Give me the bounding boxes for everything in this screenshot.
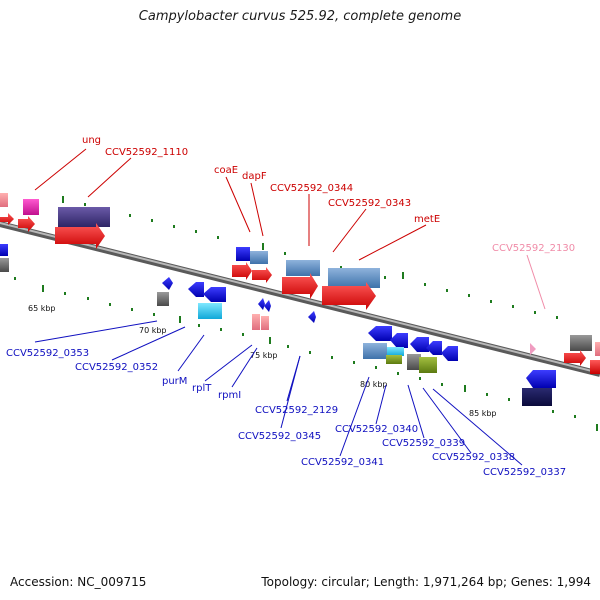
feature-block-pink[interactable] (0, 193, 8, 207)
genome-summary-text: Topology: circular; Length: 1,971,264 bp… (261, 575, 591, 589)
feature-arrow-pink-2130[interactable] (530, 343, 536, 355)
feature-block-pink-rpmi[interactable] (261, 316, 269, 330)
feature-arrow-blue-0337[interactable] (526, 370, 556, 388)
feature-arrow-blue-2129[interactable] (308, 311, 316, 323)
kbp-label-65: 65 kbp (28, 304, 56, 313)
feature-block-grey-left[interactable] (0, 258, 9, 272)
gene-label-ccv52592-0343[interactable]: CCV52592_0343 (328, 198, 411, 209)
gene-label-ccv52592-2129[interactable]: CCV52592_2129 (255, 405, 338, 416)
gene-label-ccv52592-0341[interactable]: CCV52592_0341 (301, 457, 384, 468)
feature-arrow-blue-left[interactable] (0, 244, 8, 256)
kbp-label-85: 85 kbp (469, 409, 497, 418)
gene-label-purm[interactable]: purM (162, 376, 187, 387)
gene-label-ccv52592-0338[interactable]: CCV52592_0338 (432, 452, 515, 463)
feature-arrow-red-1110[interactable] (55, 223, 105, 249)
kbp-label-70: 70 kbp (139, 326, 167, 335)
gene-label-ung[interactable]: ung (82, 135, 101, 146)
gene-label-ccv52592-0353[interactable]: CCV52592_0353 (6, 348, 89, 359)
gene-label-ccv52592-0345[interactable]: CCV52592_0345 (238, 431, 321, 442)
feature-block-steel-0344[interactable] (286, 260, 320, 276)
tick-marks-lower (14, 277, 598, 431)
feature-block-steel-0343[interactable] (328, 268, 380, 288)
feature-block-slate-1110[interactable] (58, 207, 110, 227)
feature-arrow-blue-rpmi[interactable] (264, 300, 271, 312)
feature-block-red-right[interactable] (590, 360, 600, 374)
feature-arrow-red-0343[interactable] (322, 282, 376, 310)
gene-label-ccv52592-1110[interactable]: CCV52592_1110 (105, 147, 188, 158)
feature-arrow-red-ung[interactable] (18, 216, 35, 232)
feature-block-navy-0337[interactable] (522, 388, 552, 406)
gene-labels-lower: CCV52592_0353 CCV52592_0352 purM rplT rp… (6, 348, 566, 478)
feature-arrow-blue-0352a[interactable] (188, 282, 204, 297)
feature-arrow-red-right[interactable] (564, 350, 586, 366)
gene-label-dapf[interactable]: dapF (242, 171, 267, 182)
feature-block-pink-right[interactable] (595, 342, 600, 356)
kbp-label-75: 75 kbp (250, 351, 278, 360)
feature-arrow-blue-0352b[interactable] (203, 287, 226, 302)
feature-arrow-red[interactable] (0, 213, 14, 225)
feature-block-cyan-purm[interactable] (198, 303, 222, 319)
gene-label-rpmi[interactable]: rpmI (218, 390, 241, 401)
gene-label-mete[interactable]: metE (414, 214, 440, 225)
accession-text: Accession: NC_009715 (10, 575, 147, 589)
genome-backbone (0, 221, 600, 377)
gene-labels-upper: ung CCV52592_1110 coaE dapF CCV52592_034… (82, 135, 575, 254)
callout-lines-upper (34, 148, 546, 310)
feature-block-pink-rplt[interactable] (252, 314, 260, 330)
feature-arrow-blue-0341b[interactable] (390, 333, 408, 348)
feature-arrow-blue-rplt[interactable] (258, 298, 265, 310)
forward-features (0, 193, 600, 374)
gene-label-rplt[interactable]: rplT (192, 383, 212, 394)
feature-block-olive-0338[interactable] (419, 357, 437, 373)
feature-arrow-blue-0353[interactable] (162, 277, 173, 290)
feature-arrow-red-coae[interactable] (232, 262, 252, 280)
reverse-features (0, 244, 556, 406)
feature-block-blue-coae[interactable] (236, 247, 250, 261)
feature-block-cyan-0340[interactable] (387, 347, 404, 356)
gene-label-coae[interactable]: coaE (214, 165, 238, 176)
feature-arrow-red-dapf[interactable] (252, 267, 272, 283)
feature-block-steel-dapf[interactable] (250, 251, 268, 264)
feature-arrow-blue-0341a[interactable] (368, 326, 392, 341)
gene-label-ccv52592-0344[interactable]: CCV52592_0344 (270, 183, 353, 194)
feature-arrow-blue-0338[interactable] (441, 346, 458, 361)
feature-block-grey-right[interactable] (570, 335, 592, 351)
feature-block-grey-0353[interactable] (157, 292, 169, 306)
feature-block-grey-0339[interactable] (407, 354, 421, 370)
callout-lines-lower (34, 320, 523, 466)
feature-arrow-red-0344[interactable] (282, 273, 318, 299)
gene-label-ccv52592-0340[interactable]: CCV52592_0340 (335, 424, 418, 435)
feature-arrow-blue-0339a[interactable] (410, 337, 429, 352)
kbp-label-80: 80 kbp (360, 380, 388, 389)
map-title: Campylobacter curvus 525.92, complete ge… (138, 9, 462, 24)
feature-arrow-blue-0339b[interactable] (426, 341, 442, 355)
feature-block-magenta-ung[interactable] (23, 199, 39, 215)
gene-label-ccv52592-0337[interactable]: CCV52592_0337 (483, 467, 566, 478)
gene-label-ccv52592-2130[interactable]: CCV52592_2130 (492, 243, 575, 254)
feature-block-steel-0340[interactable] (363, 343, 387, 359)
gene-label-ccv52592-0352[interactable]: CCV52592_0352 (75, 362, 158, 373)
gene-label-ccv52592-0339[interactable]: CCV52592_0339 (382, 438, 465, 449)
feature-block-olive-0340[interactable] (386, 355, 402, 364)
